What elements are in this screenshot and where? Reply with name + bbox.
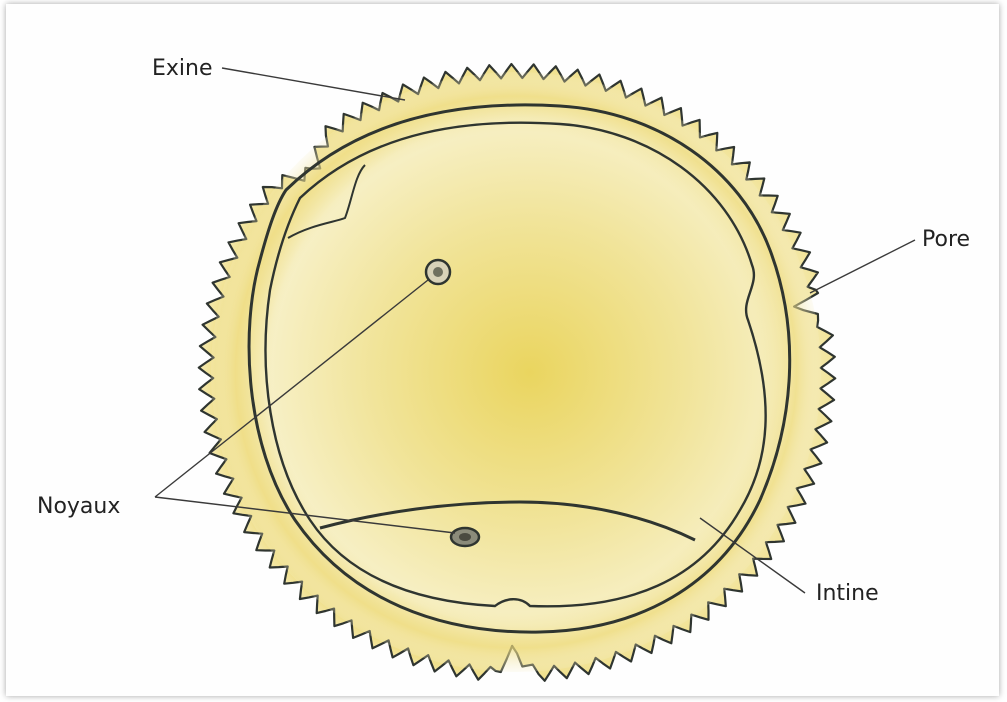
- label-intine: Intine: [816, 581, 879, 606]
- label-noyaux: Noyaux: [37, 494, 120, 519]
- nucleus-lower: [451, 528, 479, 546]
- label-pore: Pore: [922, 227, 970, 252]
- exine-halo: [211, 72, 821, 672]
- pore-leader-line: [810, 240, 915, 293]
- nucleus-upper: [426, 260, 450, 284]
- label-exine: Exine: [152, 56, 213, 81]
- exine-leader-line: [222, 68, 405, 100]
